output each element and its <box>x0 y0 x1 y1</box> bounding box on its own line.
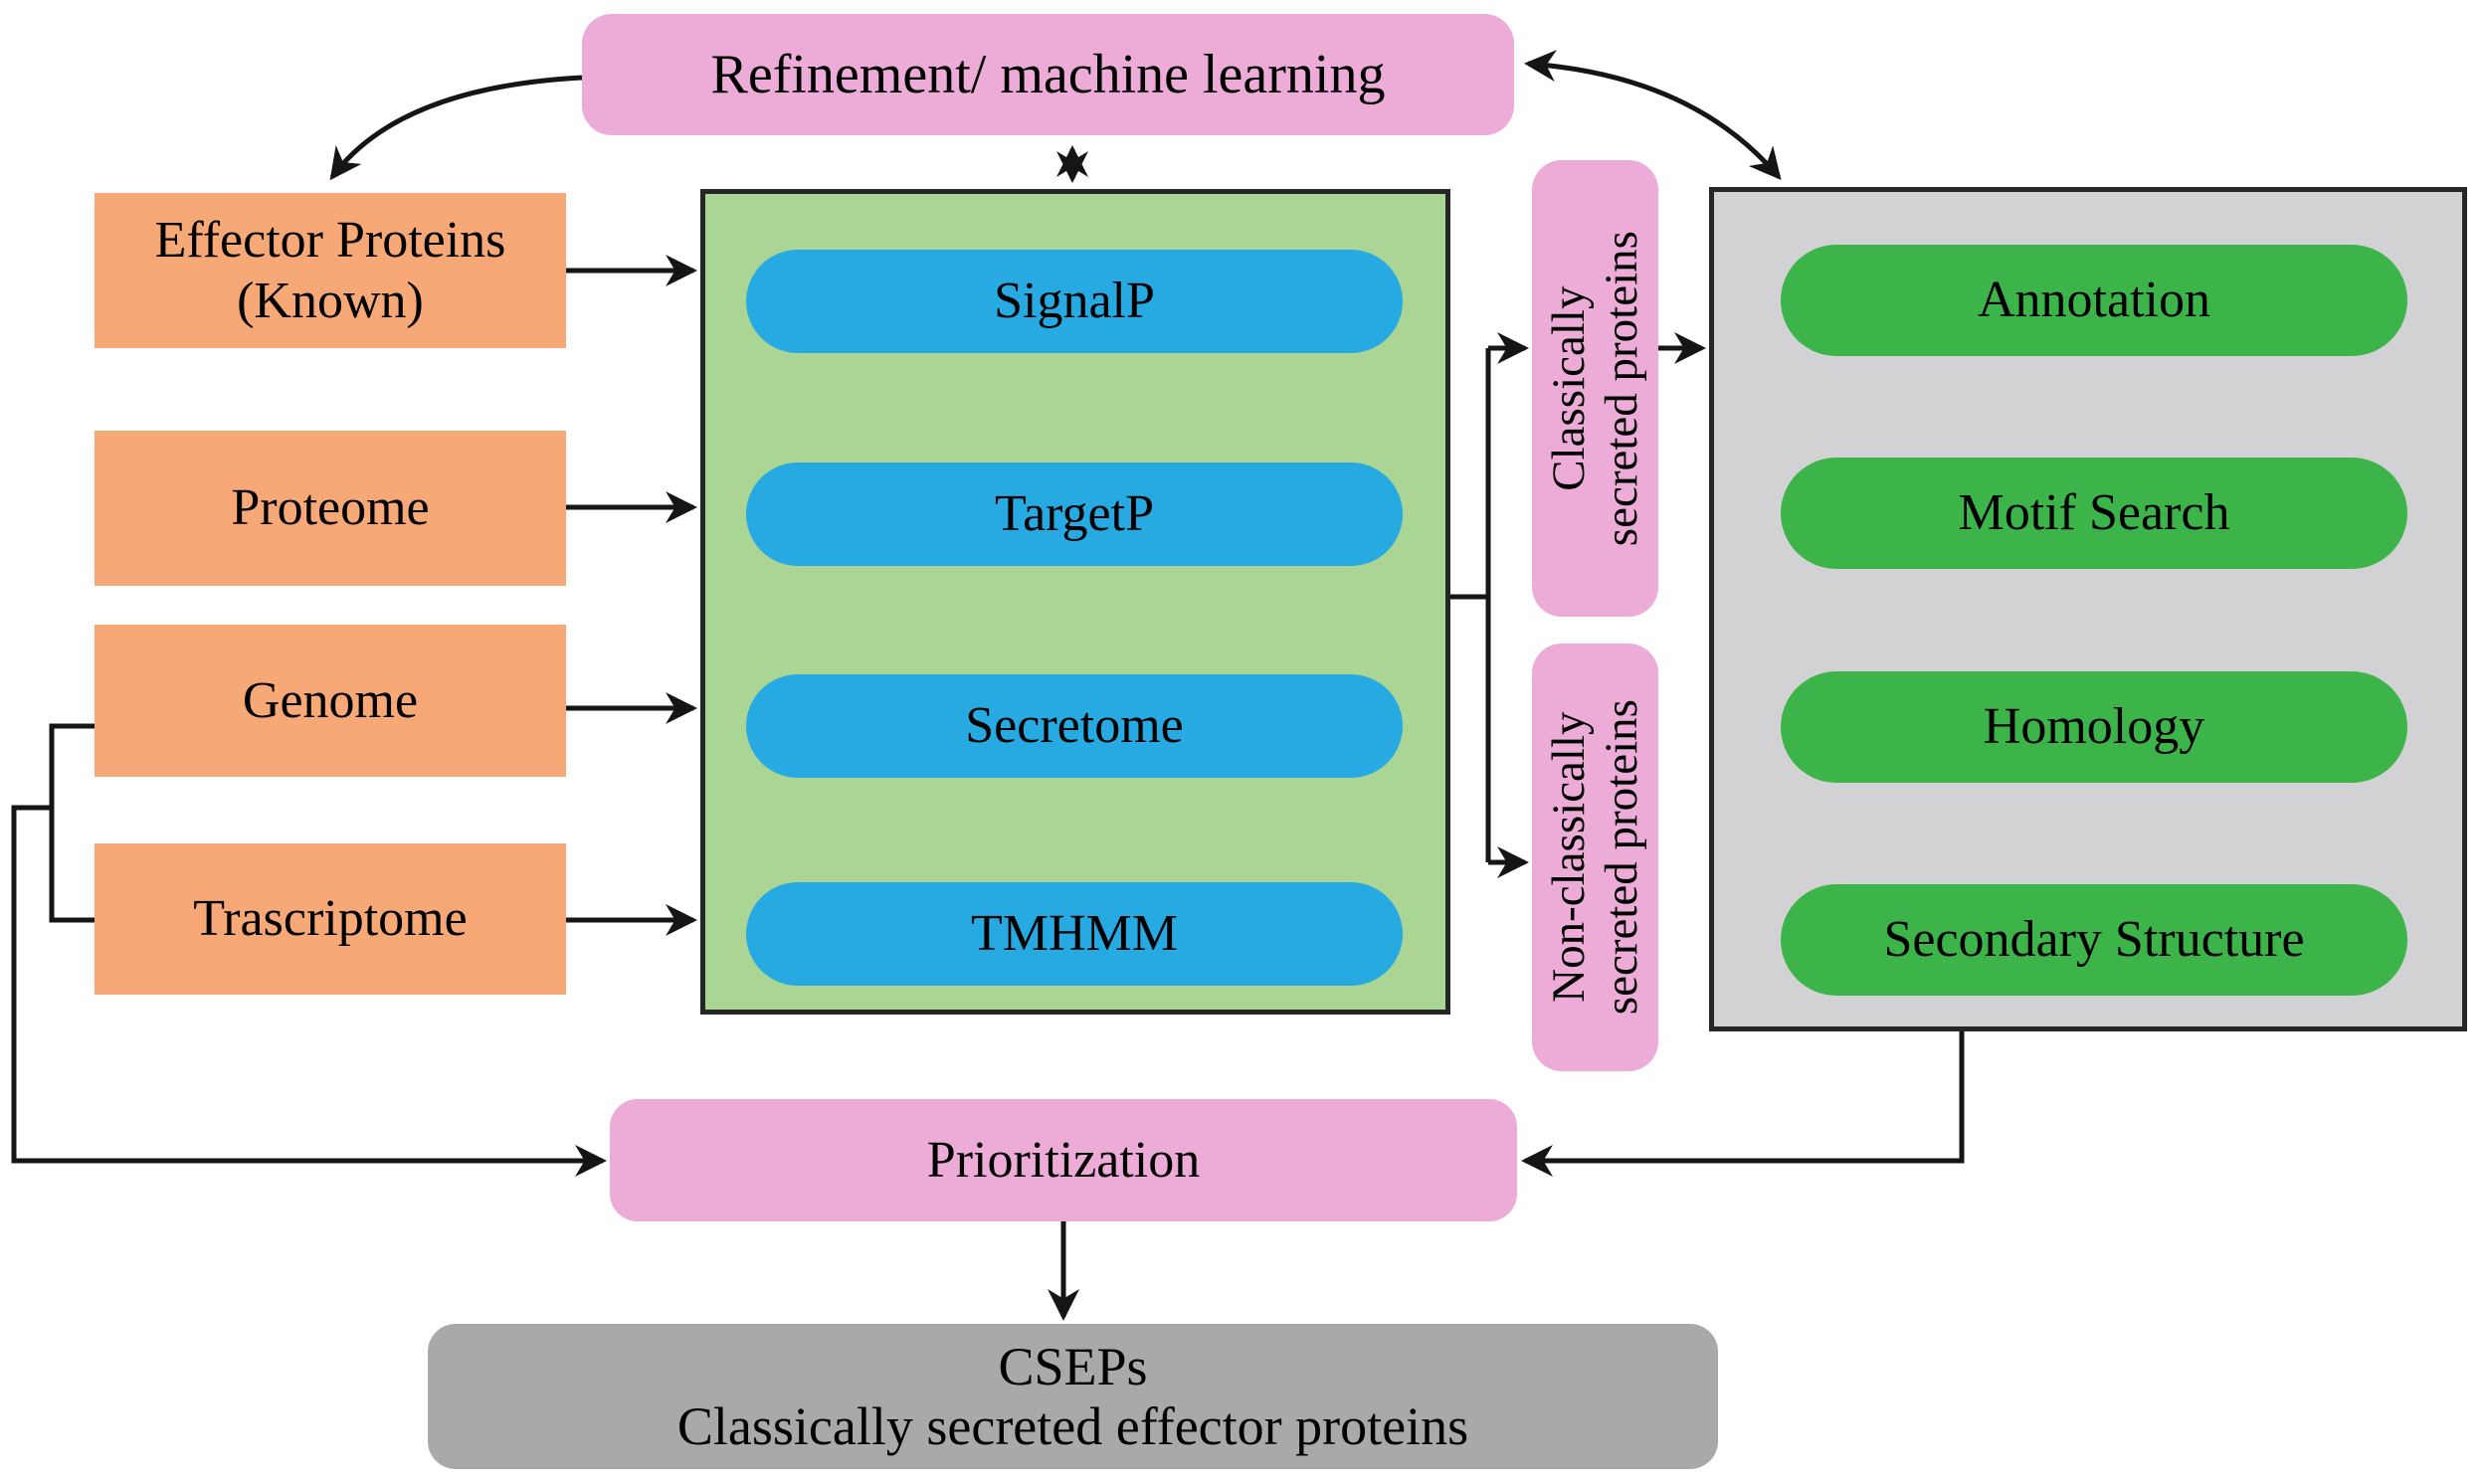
node-motif-search-label: Motif Search <box>1958 484 2230 542</box>
node-signalp: SignalP <box>746 250 1403 353</box>
node-secondary-structure: Secondary Structure <box>1781 884 2407 996</box>
node-trascriptome: Trascriptome <box>95 843 566 995</box>
node-cseps-label: CSEPs Classically secreted effector prot… <box>676 1336 1469 1456</box>
node-trascriptome-label: Trascriptome <box>193 890 468 948</box>
curved-arrow-refinement-to-effector <box>329 75 583 181</box>
node-nonclassically-secreted-label: Non-classically secreted proteins <box>1542 699 1647 1016</box>
branch-tools-output <box>1450 348 1491 862</box>
node-proteome-label: Proteome <box>231 479 430 537</box>
node-genome: Genome <box>95 625 566 777</box>
node-targetp-label: TargetP <box>994 485 1155 543</box>
node-annotation-label: Annotation <box>1978 272 2210 329</box>
bracket-genome-trascriptome <box>49 723 95 923</box>
node-classically-secreted: Classically secreted proteins <box>1532 160 1658 617</box>
node-prioritization-label: Prioritization <box>926 1131 1201 1189</box>
node-refinement: Refinement/ machine learning <box>582 14 1514 135</box>
node-annotation: Annotation <box>1781 245 2407 356</box>
node-signalp-label: SignalP <box>994 273 1155 330</box>
node-effector-proteins-label: Effector Proteins (Known) <box>154 211 506 329</box>
node-tmhmm-label: TMHMM <box>970 905 1179 963</box>
node-homology: Homology <box>1781 671 2407 783</box>
node-cseps: CSEPs Classically secreted effector prot… <box>428 1324 1718 1469</box>
node-motif-search: Motif Search <box>1781 458 2407 569</box>
node-homology-label: Homology <box>1983 698 2205 756</box>
node-nonclassically-secreted: Non-classically secreted proteins <box>1532 644 1658 1071</box>
node-tmhmm: TMHMM <box>746 882 1403 986</box>
node-targetp: TargetP <box>746 463 1403 566</box>
node-refinement-label: Refinement/ machine learning <box>710 43 1386 105</box>
node-secretome: Secretome <box>746 674 1403 778</box>
node-classically-secreted-label: Classically secreted proteins <box>1542 230 1647 547</box>
node-prioritization: Prioritization <box>610 1099 1517 1221</box>
node-secondary-structure-label: Secondary Structure <box>1883 911 2305 969</box>
node-effector-proteins: Effector Proteins (Known) <box>95 193 566 348</box>
node-genome-label: Genome <box>242 671 419 729</box>
node-secretome-label: Secretome <box>965 697 1184 755</box>
node-proteome: Proteome <box>95 431 566 586</box>
